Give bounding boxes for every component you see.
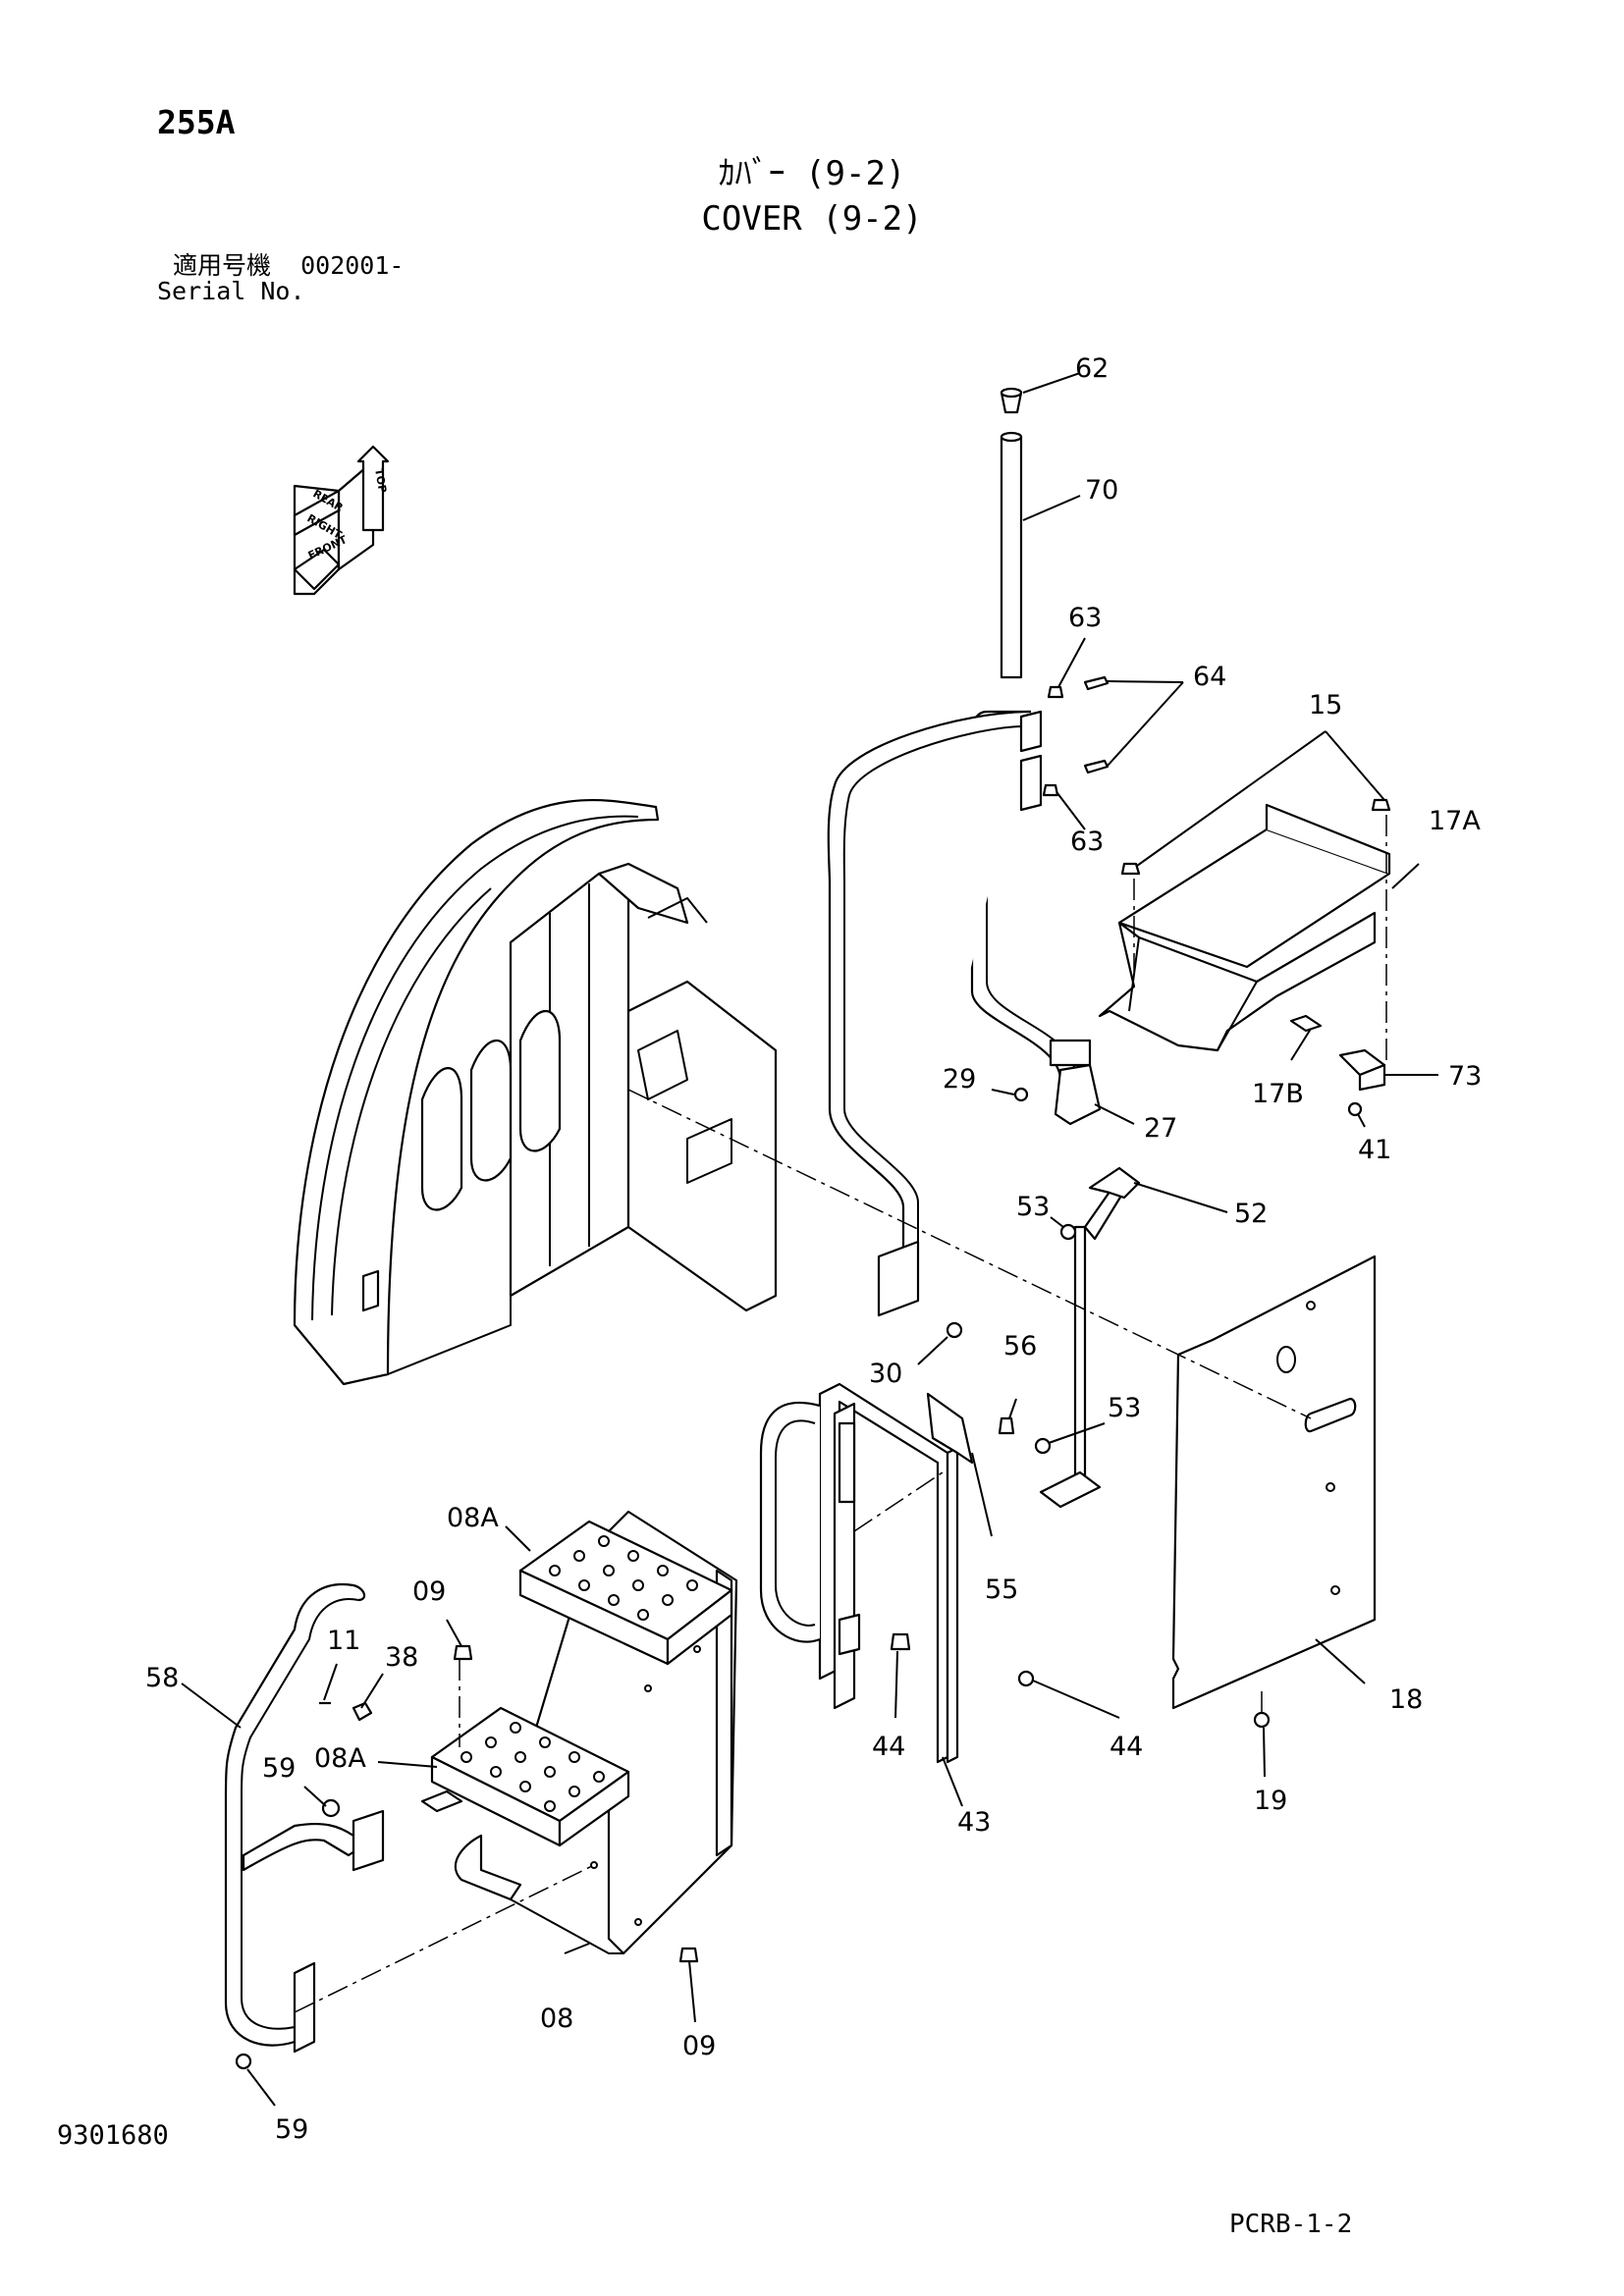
leader-lines [181, 372, 1438, 2107]
bolt-15-right [1371, 798, 1391, 812]
part-label-55: 55 [985, 1575, 1018, 1605]
part-label-59-upper: 59 [262, 1753, 296, 1784]
bolt-53-lower [1034, 1437, 1052, 1455]
part-label-56: 56 [1003, 1331, 1037, 1362]
part-label-30: 30 [869, 1359, 902, 1389]
bolt-64-lower [1083, 759, 1110, 774]
washer-63-lower [1042, 783, 1059, 797]
side-panel-18-part [1171, 1255, 1377, 1710]
bolt-19 [1253, 1711, 1271, 1729]
bolt-09-upper [453, 1644, 473, 1661]
bolt-30 [946, 1321, 963, 1339]
plate-17A-part [1098, 803, 1391, 1052]
part-label-17A: 17A [1429, 806, 1481, 836]
part-label-73: 73 [1448, 1061, 1482, 1092]
bolt-44-left [890, 1632, 911, 1651]
grab-handle-58-part [224, 1583, 385, 2054]
page-title-en: COVER (9-2) [701, 199, 923, 239]
part-label-09-lower: 09 [682, 2031, 716, 2061]
part-label-53-upper: 53 [1016, 1192, 1050, 1222]
part-label-43: 43 [957, 1807, 991, 1838]
step-holes-lower [460, 1722, 605, 1812]
part-label-38: 38 [385, 1642, 418, 1673]
clip-38 [352, 1701, 373, 1722]
part-label-44-left: 44 [872, 1732, 905, 1762]
part-label-15: 15 [1309, 690, 1342, 721]
bolt-53-upper [1059, 1223, 1077, 1241]
catalog-code: 255A [157, 103, 236, 141]
page-reference: PCRB-1-2 [1229, 2210, 1353, 2239]
bolt-56 [998, 1416, 1015, 1435]
part-label-08A-upper: 08A [447, 1503, 499, 1533]
part-label-19: 19 [1254, 1786, 1287, 1816]
bolt-29 [1013, 1087, 1029, 1102]
part-label-52: 52 [1234, 1199, 1268, 1229]
bolt-59-lower [235, 2053, 252, 2070]
part-label-44-right: 44 [1110, 1732, 1143, 1762]
part-label-11: 11 [327, 1626, 360, 1656]
part-label-08A-lower: 08A [314, 1743, 366, 1774]
part-label-09-upper: 09 [412, 1576, 446, 1607]
part-label-41: 41 [1358, 1135, 1391, 1165]
step-holes-upper [549, 1535, 698, 1621]
fender-cover-part [293, 798, 778, 1386]
part-label-17B: 17B [1252, 1079, 1304, 1109]
page-title-jp: ｶﾊﾞｰ (9-2) [718, 154, 906, 193]
step-plate-08A-upper-part [518, 1520, 733, 1666]
washer-59-upper [321, 1798, 341, 1818]
part-labels: 62 70 63 64 63 15 17A 29 27 17B 73 41 53… [145, 353, 1482, 2145]
frame-43-part [759, 1382, 974, 1764]
part-label-59-lower: 59 [275, 2114, 308, 2145]
washer-63-upper [1047, 685, 1064, 699]
bolt-64-upper [1083, 675, 1110, 691]
part-label-63-lower: 63 [1070, 827, 1104, 857]
handrail-27-part [827, 710, 1102, 1317]
part-label-18: 18 [1389, 1684, 1423, 1715]
part-label-58: 58 [145, 1663, 179, 1693]
rod-70-part [1000, 387, 1023, 679]
bolt-44-right [1017, 1670, 1035, 1687]
bracket-52-part [1039, 1166, 1141, 1509]
figure-number: 9301680 [57, 2120, 169, 2151]
axis-top-label: TOP [372, 467, 389, 494]
orientation-indicator-icon: TOP REAR RIGHT FRONT [293, 445, 389, 596]
part-label-08: 08 [540, 2003, 573, 2034]
bolt-09-lower [678, 1947, 699, 1963]
part-label-63-upper: 63 [1068, 603, 1102, 633]
bracket-73-part [1338, 1048, 1386, 1092]
part-label-53-lower: 53 [1108, 1393, 1141, 1423]
alignment-lines [294, 815, 1387, 2013]
fasteners [235, 675, 1391, 2070]
part-label-27: 27 [1144, 1113, 1177, 1144]
part-label-70: 70 [1085, 475, 1118, 506]
serial-label-jp: 適用号機 002001- [173, 251, 405, 280]
serial-label-en: Serial No. [157, 277, 305, 305]
part-label-29: 29 [943, 1064, 976, 1095]
step-plate-08A-lower-part [430, 1706, 630, 1847]
bolt-15-left [1120, 862, 1141, 876]
part-label-62: 62 [1075, 353, 1109, 384]
part-label-64: 64 [1193, 662, 1226, 692]
bolt-41 [1347, 1101, 1363, 1117]
